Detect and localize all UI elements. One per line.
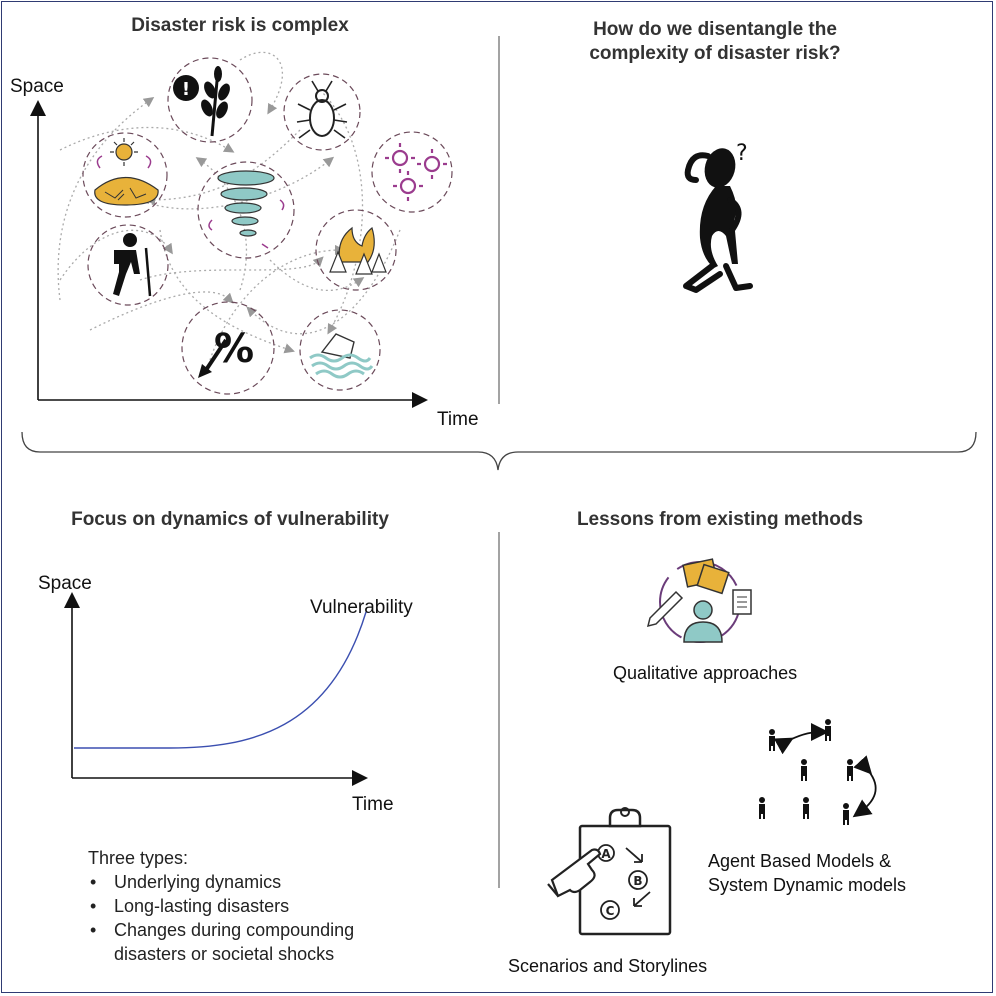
scenarios-clipboard-icon: A B C: [547, 807, 672, 936]
vulnerability-curve: [74, 611, 367, 749]
panel-title-complex: Disaster risk is complex: [131, 15, 349, 36]
flood-icon: [299, 309, 381, 391]
question-line-1: How do we disentangle the: [593, 19, 837, 40]
panel-title-vulnerability: Focus on dynamics of vulnerability: [71, 509, 389, 530]
curve-label-vulnerability: Vulnerability: [310, 597, 413, 618]
curly-brace: [21, 431, 977, 471]
economic-decline-icon: %: [181, 301, 275, 395]
type-item-3: Changes during compounding: [88, 918, 354, 942]
types-list: Three types: Underlying dynamics Long-la…: [88, 846, 354, 966]
qualitative-label: Qualitative approaches: [613, 663, 798, 683]
pest-icon: [283, 73, 361, 151]
abm-label: Agent Based Models & System Dynamic mode…: [708, 849, 906, 897]
clipboard-letter-c: C: [606, 904, 615, 918]
svg-text:?: ?: [736, 141, 748, 166]
clipboard-letter-a: A: [601, 847, 611, 861]
abm-label-line-1: Agent Based Models &: [708, 851, 892, 871]
types-heading: Three types:: [88, 848, 189, 868]
wildfire-icon: [315, 209, 397, 291]
virus-icon: [371, 131, 453, 213]
thinking-person-icon: ?: [683, 141, 753, 293]
panel-title-question: How do we disentangle the complexity of …: [520, 18, 910, 66]
type-item-3-cont: disasters or societal shocks: [114, 944, 335, 964]
scenarios-label: Scenarios and Storylines: [508, 956, 708, 976]
y-axis-label-bottom: Space: [38, 573, 92, 594]
drought-icon: [82, 132, 168, 218]
type-item-2: Long-lasting disasters: [88, 894, 354, 918]
tornado-icon: [197, 161, 295, 259]
x-axis-label-bottom: Time: [352, 794, 394, 815]
svg-text:!: !: [182, 79, 190, 100]
complex-axes: [30, 100, 428, 408]
displaced-person-icon: [87, 224, 169, 306]
agent-based-models-icon: [759, 719, 877, 825]
food-insecurity-icon: !: [167, 57, 253, 143]
qualitative-approaches-icon: [646, 558, 752, 643]
type-item-1: Underlying dynamics: [88, 870, 354, 894]
clipboard-letter-b: B: [633, 874, 642, 888]
x-axis-label-top: Time: [437, 409, 479, 430]
panel-title-methods: Lessons from existing methods: [576, 509, 864, 530]
question-line-2: complexity of disaster risk?: [589, 43, 841, 64]
abm-label-line-2: System Dynamic models: [708, 875, 907, 895]
y-axis-label-top: Space: [10, 76, 64, 97]
vulnerability-axes: [64, 592, 368, 786]
